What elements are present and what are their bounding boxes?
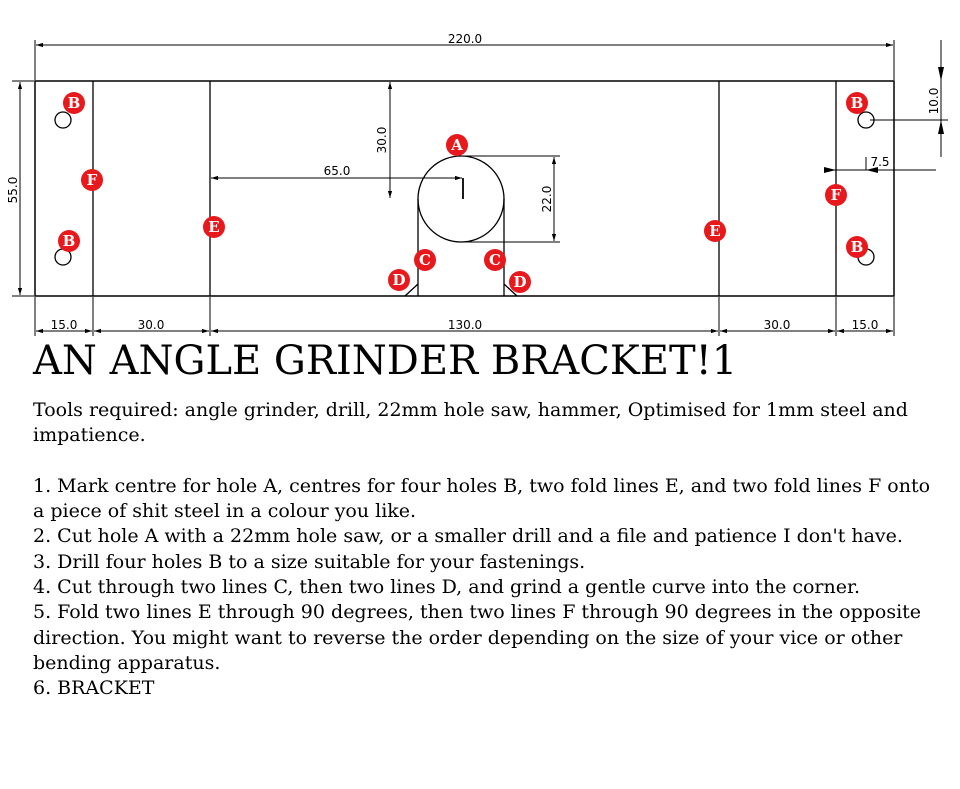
- dim-hole-depth: 30.0: [375, 127, 389, 154]
- step-6: 6. BRACKET: [33, 677, 155, 700]
- marker-b: B: [58, 230, 80, 252]
- marker-e: E: [704, 220, 726, 242]
- svg-text:C: C: [489, 251, 501, 269]
- step-5: 5. Fold two lines E through 90 degrees, …: [33, 601, 922, 674]
- marker-f-circle: [81, 169, 103, 191]
- svg-text:D: D: [513, 273, 526, 291]
- svg-text:B: B: [851, 94, 864, 112]
- dim-hole-offset-side: 7.5: [870, 155, 889, 169]
- marker-c: C: [414, 249, 436, 271]
- hole-b: [54, 111, 72, 129]
- cut-line-d-right: [503, 283, 518, 297]
- dim-hole-diameter: 22.0: [540, 186, 554, 213]
- marker-d: D: [388, 269, 410, 291]
- marker-c-circle: [414, 249, 436, 271]
- dim-flange-left: 15.0: [51, 318, 78, 332]
- svg-text:B: B: [68, 94, 81, 112]
- marker-f: F: [81, 169, 103, 191]
- svg-text:D: D: [392, 271, 405, 289]
- dim-middle: 130.0: [448, 318, 482, 332]
- page-title: AN ANGLE GRINDER BRACKET!1: [33, 338, 738, 384]
- marker-a: A: [446, 134, 468, 156]
- step-3: 3. Drill four holes B to a size suitable…: [33, 550, 586, 573]
- instructions: Tools required: angle grinder, drill, 22…: [33, 398, 933, 702]
- marker-b: B: [846, 92, 868, 114]
- marker-d-circle: [388, 269, 410, 291]
- marker-b-circle: [63, 92, 85, 114]
- svg-text:A: A: [450, 136, 463, 154]
- technical-drawing: 220.0 55.0 10.0 7.5 30.0 65.0 22.0 15.0 …: [6, 32, 948, 336]
- marker-e-circle: [704, 220, 726, 242]
- marker-c: C: [484, 249, 506, 271]
- marker-c-circle: [484, 249, 506, 271]
- dim-side-left: 30.0: [138, 318, 165, 332]
- marker-f: F: [825, 184, 847, 206]
- svg-text:F: F: [831, 186, 842, 204]
- hole-a: [417, 155, 505, 243]
- dim-overall-height: 55.0: [6, 177, 20, 204]
- marker-d: D: [509, 271, 531, 293]
- svg-text:B: B: [63, 232, 76, 250]
- tools-intro: Tools required: angle grinder, drill, 22…: [33, 399, 908, 447]
- dim-hole-center: 65.0: [324, 164, 351, 178]
- svg-text:B: B: [851, 238, 864, 256]
- svg-text:E: E: [709, 222, 720, 240]
- marker-b-circle: [846, 236, 868, 258]
- svg-text:F: F: [87, 171, 98, 189]
- dim-overall-width: 220.0: [448, 32, 482, 46]
- marker-a-circle: [446, 134, 468, 156]
- sheet-outline: [34, 80, 895, 297]
- marker-b: B: [63, 92, 85, 114]
- marker-b-circle: [58, 230, 80, 252]
- marker-e: E: [203, 216, 225, 238]
- svg-text:E: E: [208, 218, 219, 236]
- cut-line-d-left: [404, 283, 419, 297]
- marker-b-circle: [846, 92, 868, 114]
- step-2: 2. Cut hole A with a 22mm hole saw, or a…: [33, 525, 903, 548]
- dim-hole-offset-top: 10.0: [927, 88, 941, 115]
- step-4: 4. Cut through two lines C, then two lin…: [33, 576, 861, 599]
- marker-f-circle: [825, 184, 847, 206]
- marker-b: B: [846, 236, 868, 258]
- step-1: 1. Mark centre for hole A, centres for f…: [33, 474, 931, 523]
- marker-d-circle: [509, 271, 531, 293]
- marker-e-circle: [203, 216, 225, 238]
- dim-flange-right: 15.0: [852, 318, 879, 332]
- svg-text:C: C: [419, 251, 431, 269]
- dim-side-right: 30.0: [764, 318, 791, 332]
